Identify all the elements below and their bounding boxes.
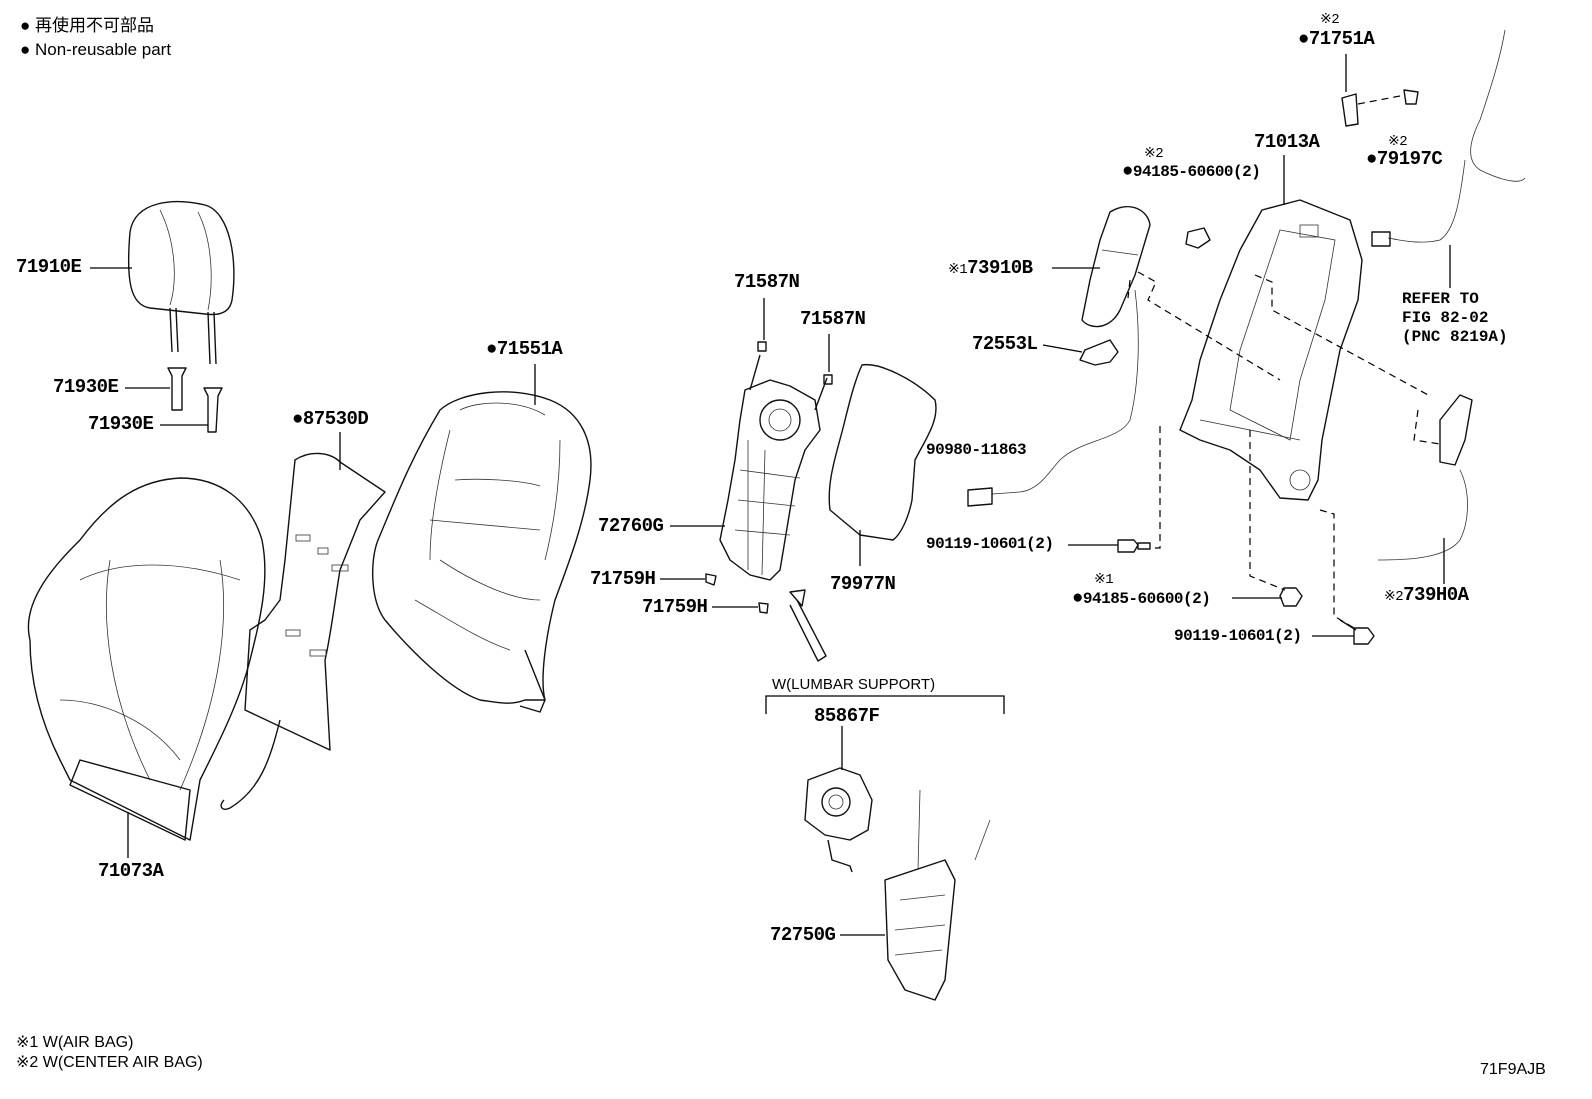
nut-icon xyxy=(1185,227,1211,249)
non-reusable-bullet: ● xyxy=(292,408,303,430)
footnote-2: ※2 W(CENTER AIR BAG) xyxy=(16,1054,203,1071)
refer-line-2[interactable]: FIG 82-02 xyxy=(1402,309,1489,327)
legend-line-2: ● Non-reusable part xyxy=(20,40,172,59)
airbag-icon xyxy=(1081,206,1151,328)
part-label-71930E-a: 71930E xyxy=(53,376,119,398)
wire-harness-icon xyxy=(991,289,1139,495)
part-label-71751A: ●71751A xyxy=(1298,28,1375,50)
part-label-72750G: 72750G xyxy=(770,924,836,946)
bolt-icon xyxy=(1353,627,1375,645)
legend-line-1: ● 再使用不可部品 xyxy=(20,16,154,35)
clip-icon xyxy=(1403,89,1419,105)
footnote-mark-2-d: ※2 xyxy=(1384,589,1404,605)
part-label-79977N: 79977N xyxy=(830,573,896,595)
refer-line-1[interactable]: REFER TO xyxy=(1402,290,1479,308)
wire-harness-icon xyxy=(1387,29,1526,243)
lumbar-support-icon xyxy=(719,354,828,581)
part-label-71759H-b: 71759H xyxy=(642,596,708,618)
part-label-71930E-b: 71930E xyxy=(88,413,154,435)
footnote-mark-2-b: ※2 xyxy=(1320,12,1340,28)
non-reusable-bullet: ● xyxy=(1072,587,1083,609)
non-reusable-bullet: ● xyxy=(1298,28,1309,50)
part-label-72760G: 72760G xyxy=(598,515,664,537)
clip-icon xyxy=(823,374,833,385)
part-label-94185-60600-b: ●94185-60600(2) xyxy=(1072,587,1211,609)
connector-icon xyxy=(967,487,993,507)
part-label-87530D: ●87530D xyxy=(292,408,369,430)
part-label-739H0A: ※2739H0A xyxy=(1384,584,1469,606)
part-label-71759H-a: 71759H xyxy=(590,568,656,590)
seat-frame-icon xyxy=(1179,199,1363,501)
part-label-71910E: 71910E xyxy=(16,256,82,278)
airbag-sensor-icon xyxy=(1341,93,1359,127)
clip-icon xyxy=(705,573,717,586)
clip-icon xyxy=(758,602,769,614)
part-label-72553L: 72553L xyxy=(972,333,1038,355)
clip-icon xyxy=(757,341,767,352)
bracket-icon xyxy=(1079,339,1119,366)
nut-icon xyxy=(1279,587,1303,607)
part-label-90980-11863: 90980-11863 xyxy=(926,441,1027,459)
bolt-icon xyxy=(1117,539,1139,553)
headrest-icon xyxy=(127,201,235,365)
footnote-mark-1: ※1 xyxy=(948,262,968,278)
part-label-90119-10601-a: 90119-10601(2) xyxy=(926,535,1054,553)
part-label-79197C: ●79197C xyxy=(1366,148,1443,170)
footnote-mark-1-b: ※1 xyxy=(1094,572,1114,588)
part-label-71551A: ●71551A xyxy=(486,338,563,360)
part-label-73910B: ※173910B xyxy=(948,257,1033,279)
bolt-icon xyxy=(1137,542,1151,550)
seat-heater-icon xyxy=(220,452,386,810)
non-reusable-bullet: ● xyxy=(1122,160,1133,182)
arrow-icon xyxy=(789,589,827,662)
part-label-94185-60600-a: ●94185-60600(2) xyxy=(1122,160,1261,182)
part-label-71073A: 71073A xyxy=(98,860,164,882)
figure-code: 71F9AJB xyxy=(1480,1061,1546,1078)
refer-line-3[interactable]: (PNC 8219A) xyxy=(1402,328,1508,346)
lumbar-frame-icon xyxy=(884,789,991,1001)
part-label-85867F: 85867F xyxy=(814,705,880,727)
non-reusable-bullet: ● xyxy=(1366,148,1377,170)
footnote-1: ※1 W(AIR BAG) xyxy=(16,1034,134,1051)
lumbar-support-label: W(LUMBAR SUPPORT) xyxy=(772,676,936,693)
seat-back-cover-icon xyxy=(27,477,266,841)
seat-back-pad-icon xyxy=(371,391,592,713)
airbag-sensor-icon xyxy=(1377,394,1473,561)
part-label-71587N-a: 71587N xyxy=(734,271,800,293)
part-label-71587N-b: 71587N xyxy=(800,308,866,330)
seat-pad-icon xyxy=(828,364,937,541)
headrest-guide-icon xyxy=(167,367,223,433)
part-label-90119-10601-b: 90119-10601(2) xyxy=(1174,627,1302,645)
lumbar-motor-icon xyxy=(804,767,873,873)
footnote-mark-2-a: ※2 xyxy=(1144,146,1164,162)
footnote-mark-2-c: ※2 xyxy=(1388,134,1408,150)
part-label-71013A: 71013A xyxy=(1254,131,1320,153)
connector-icon xyxy=(1371,231,1391,247)
non-reusable-bullet: ● xyxy=(486,338,497,360)
